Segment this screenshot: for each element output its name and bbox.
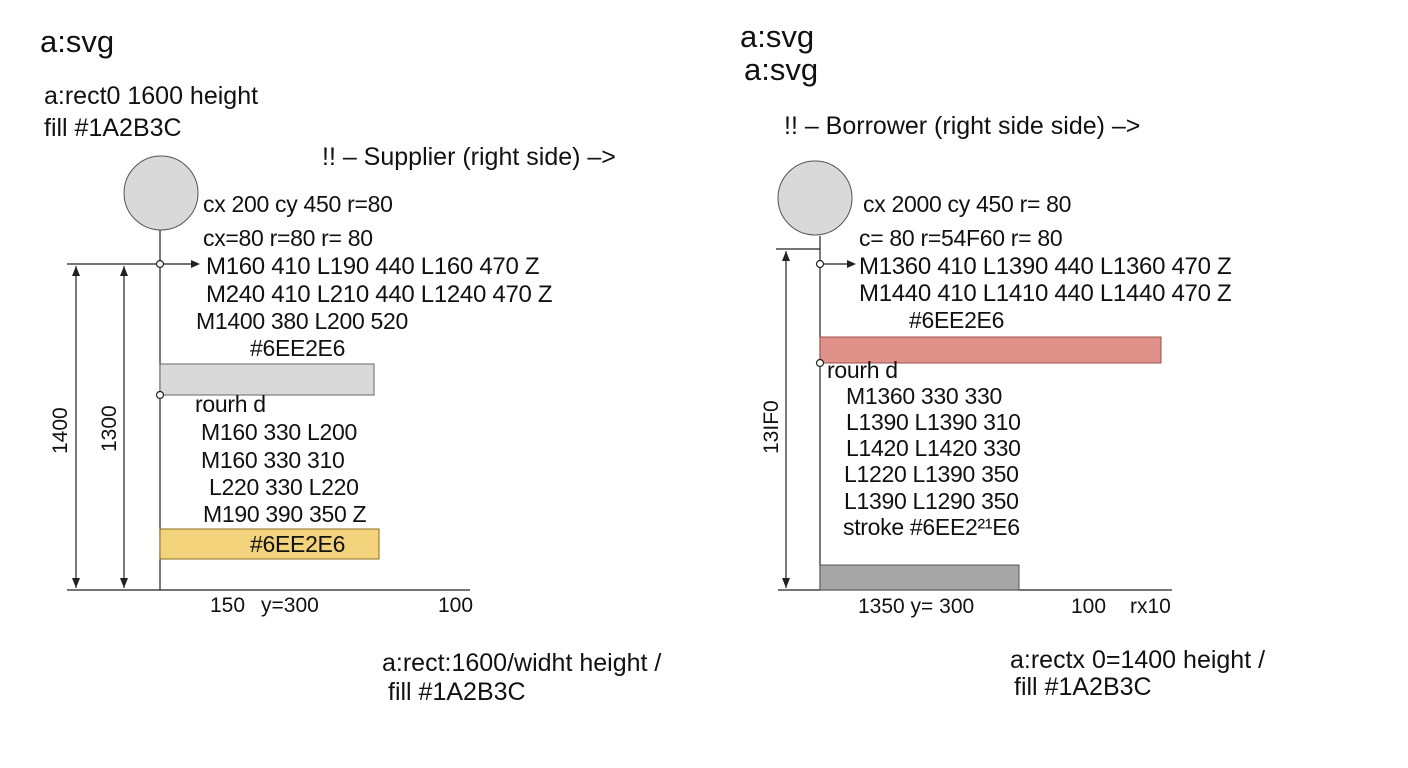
borrower-path-line-1: M1360 410 L1390 440 L1360 470 Z: [859, 253, 1232, 280]
supplier-heading: a:svg: [40, 24, 115, 59]
supplier-path2-line-2: M160 330 310: [201, 447, 345, 473]
supplier-bottom-label-b: y=300: [261, 594, 319, 617]
borrower-circle-label-2: c= 80 r=54F60 r= 80: [859, 225, 1063, 251]
borrower-heading-2: a:svg: [744, 52, 819, 87]
borrower-round-label: rourh d: [827, 357, 898, 383]
supplier-bottom-label-a: 150: [210, 594, 246, 617]
borrower-circle-label: cx 2000 cy 450 r= 80: [863, 191, 1072, 217]
supplier-bar-top-label: #6EE2E6: [250, 335, 346, 361]
borrower-pointer-arrowhead: [847, 260, 856, 268]
supplier-bg-note-line1: a:rect0 1600 height: [44, 82, 259, 110]
supplier-diagram-panel: a:svg a:rect0 1600 height fill #1A2B3C !…: [40, 24, 662, 706]
borrower-footer-line-2: fill #1A2B3C: [1014, 673, 1152, 701]
borrower-dimension-arrow-bottom: [782, 578, 790, 588]
supplier-dimension-inner-arrow-bottom: [120, 578, 128, 588]
supplier-path-line-3: M1400 380 L200 520: [196, 308, 409, 334]
supplier-bottom-label-c: 100: [438, 594, 474, 617]
supplier-bar-bottom: [159, 528, 380, 560]
borrower-bottom-label-b: 100: [1071, 595, 1107, 618]
borrower-dimension-label: 13IF0: [760, 400, 783, 454]
borrower-diagram-panel: a:svg a:svg !! – Borrower (right side si…: [704, 0, 1408, 768]
supplier-dimension-outer-arrow-bottom: [72, 578, 80, 588]
borrower-path2-line-3: L1420 L1420 330: [846, 435, 1021, 461]
supplier-node-middle: [155, 390, 165, 400]
supplier-path2-line-3: L220 330 L220: [209, 474, 359, 500]
borrower-path2-line-5: L1390 L1290 350: [844, 488, 1019, 514]
borrower-bottom-label-c: rx10: [1130, 595, 1171, 618]
supplier-diagram-graphics: [67, 155, 470, 591]
borrower-node-middle: [815, 358, 825, 368]
supplier-dimension-outer-label: 1400: [49, 407, 72, 454]
borrower-path2-line-1: M1360 330 330: [846, 383, 1002, 409]
borrower-bar-bottom: [819, 564, 1020, 591]
borrower-section-label: !! – Borrower (right side side) –>: [784, 112, 1141, 140]
supplier-bar-bottom-label: #6EE2E6: [250, 531, 346, 557]
supplier-path-line-2: M240 410 L210 440 L1240 470 Z: [206, 281, 553, 308]
supplier-section-label: !! – Supplier (right side) –>: [322, 143, 616, 171]
supplier-dimension-outer-arrow-top: [72, 266, 80, 276]
borrower-bar-top: [819, 336, 1162, 364]
supplier-bar-top: [159, 363, 375, 396]
borrower-footer-line-1: a:rectx 0=1400 height /: [1010, 646, 1266, 674]
supplier-circle-label: cx 200 cy 450 r=80: [203, 191, 393, 217]
borrower-path2-line-6: stroke #6EE2²¹E6: [843, 514, 1020, 540]
supplier-node-top: [155, 259, 165, 269]
borrower-dimension-arrow-top: [782, 251, 790, 261]
borrower-path2-line-4: L1220 L1390 350: [844, 461, 1019, 487]
supplier-footer-line-1: a:rect:1600/widht height /: [382, 649, 662, 677]
supplier-path-line-1: M160 410 L190 440 L160 470 Z: [206, 253, 540, 280]
supplier-footer-line-2: fill #1A2B3C: [388, 678, 526, 706]
supplier-dimension-inner-arrow-top: [120, 266, 128, 276]
supplier-path2-line-1: M160 330 L200: [201, 419, 357, 445]
borrower-bottom-label-a: 1350 y= 300: [858, 595, 975, 618]
borrower-diagram-graphics: [776, 160, 1172, 591]
supplier-bg-note-line2: fill #1A2B3C: [44, 114, 182, 142]
supplier-circle: [123, 155, 199, 231]
borrower-path2-line-2: L1390 L1390 310: [846, 409, 1021, 435]
borrower-bar-top-label: #6EE2E6: [909, 307, 1005, 333]
supplier-round-label: rourh d: [195, 391, 266, 417]
borrower-path-line-2: M1440 410 L1410 440 L1440 470 Z: [859, 280, 1232, 307]
borrower-circle: [777, 160, 853, 236]
supplier-dimension-inner-label: 1300: [98, 405, 121, 452]
supplier-path2-line-4: M190 390 350 Z: [203, 501, 367, 527]
supplier-circle-label-2: cx=80 r=80 r= 80: [203, 225, 373, 251]
supplier-pointer-arrowhead: [191, 260, 200, 268]
borrower-heading-1: a:svg: [740, 19, 815, 54]
borrower-node-top: [815, 259, 825, 269]
